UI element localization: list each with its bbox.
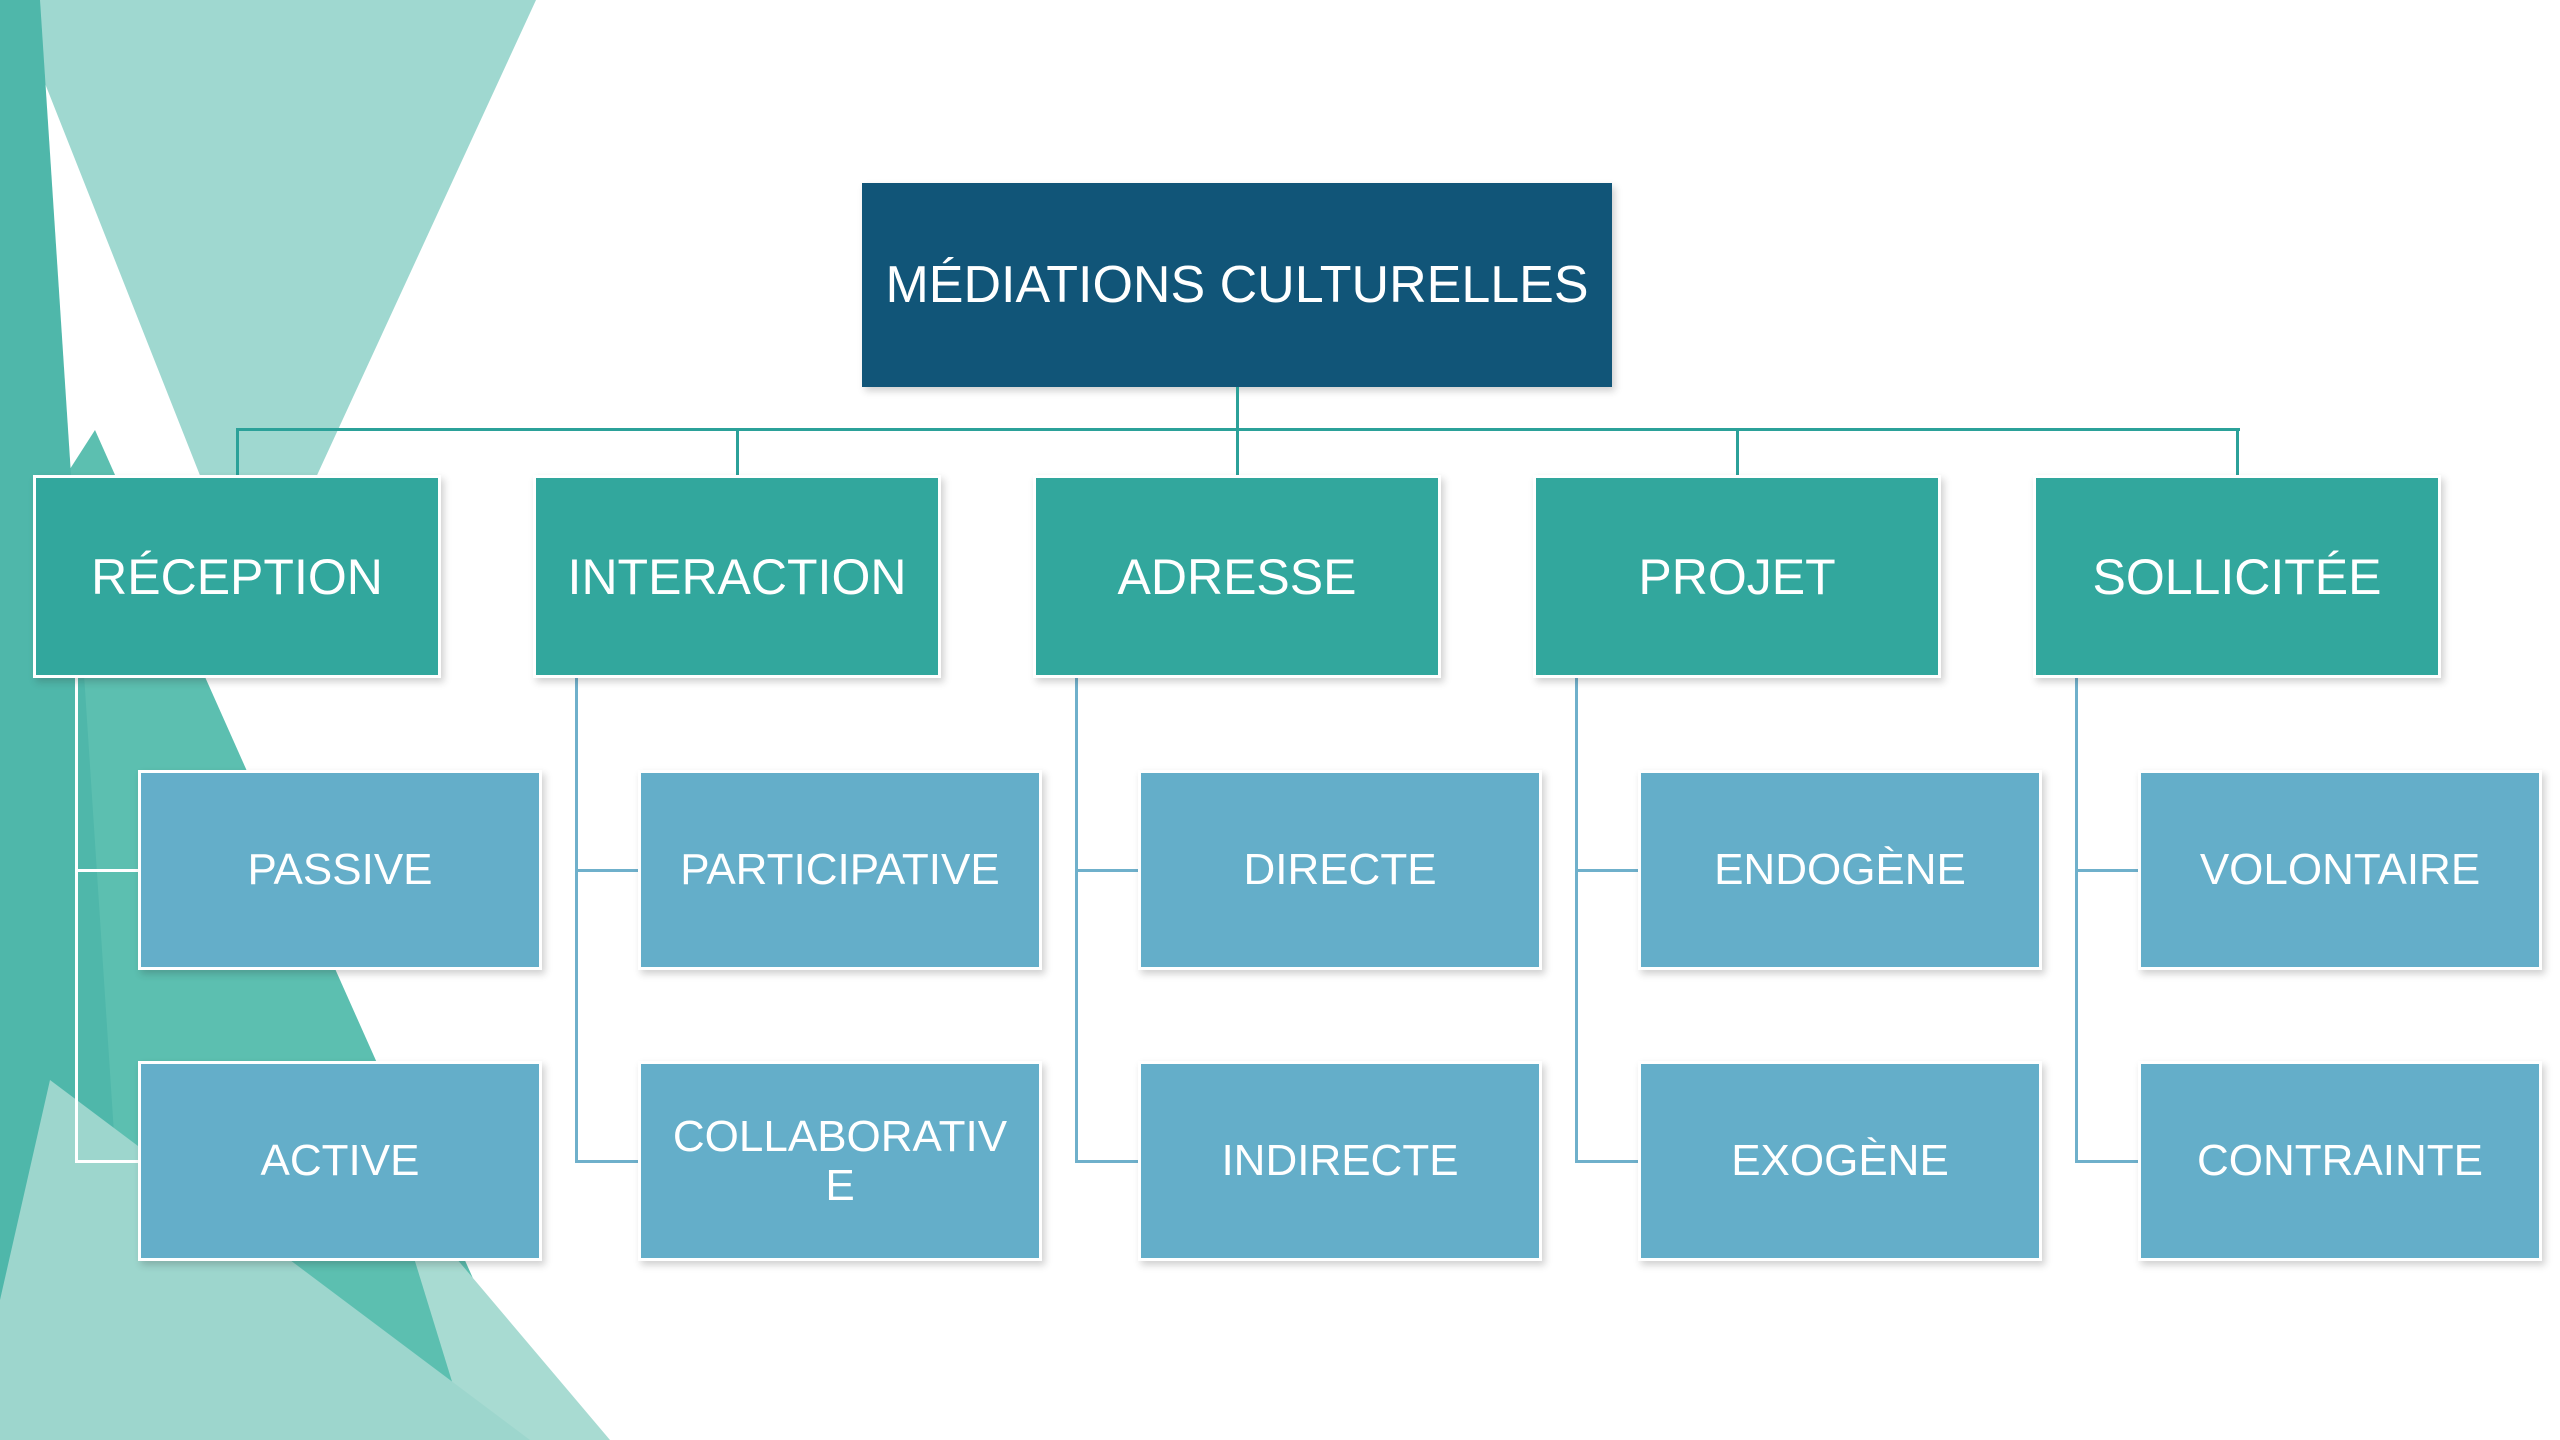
connector-stub-contrainte	[2075, 1160, 2141, 1163]
branch-column-reception: RÉCEPTION PASSIVE ACTIVE	[33, 0, 553, 1440]
connector-hang-sollicitee	[2075, 678, 2078, 1161]
connector-stub-exogene	[1575, 1160, 1641, 1163]
connector-stub-collaborative	[575, 1160, 641, 1163]
connector-stub-directe	[1075, 869, 1141, 872]
connector-drop-interaction	[736, 428, 739, 475]
branch-projet-label: PROJET	[1638, 548, 1836, 605]
child-endogene: ENDOGÈNE	[1638, 770, 2042, 970]
child-directe-label: DIRECTE	[1243, 845, 1437, 895]
root-node-mediations-culturelles: MÉDIATIONS CULTURELLES	[862, 183, 1612, 387]
branch-projet: PROJET	[1533, 475, 1941, 678]
branch-sollicitee-label: SOLLICITÉE	[2092, 548, 2382, 605]
branch-column-projet: PROJET ENDOGÈNE EXOGÈNE	[1533, 0, 2053, 1440]
branch-column-sollicitee: SOLLICITÉE VOLONTAIRE CONTRAINTE	[2033, 0, 2553, 1440]
child-collaborative-label: COLLABORATIV E	[672, 1111, 1008, 1210]
connector-hang-reception	[75, 678, 78, 1161]
child-passive: PASSIVE	[138, 770, 542, 970]
child-passive-label: PASSIVE	[247, 845, 433, 895]
branch-column-interaction: INTERACTION PARTICIPATIVE COLLABORATIV E	[533, 0, 1053, 1440]
child-exogene: EXOGÈNE	[1638, 1061, 2042, 1261]
connector-drop-projet	[1736, 428, 1739, 475]
child-volontaire-label: VOLONTAIRE	[2199, 845, 2481, 895]
child-participative: PARTICIPATIVE	[638, 770, 1042, 970]
connector-stub-endogene	[1575, 869, 1641, 872]
branch-adresse-label: ADRESSE	[1117, 548, 1357, 605]
root-node-label: MÉDIATIONS CULTURELLES	[885, 256, 1589, 314]
connector-stub-participative	[575, 869, 641, 872]
child-volontaire: VOLONTAIRE	[2138, 770, 2542, 970]
connector-stub-passive	[75, 869, 141, 872]
connector-root-riser	[1236, 387, 1239, 475]
child-contrainte-label: CONTRAINTE	[2197, 1136, 2483, 1186]
child-exogene-label: EXOGÈNE	[1731, 1136, 1949, 1186]
connector-horizontal-bus	[236, 428, 2240, 431]
connector-stub-active	[75, 1160, 141, 1163]
child-participative-label: PARTICIPATIVE	[680, 845, 1000, 895]
branch-column-adresse: ADRESSE DIRECTE INDIRECTE	[1033, 0, 1553, 1440]
child-indirecte-label: INDIRECTE	[1221, 1136, 1459, 1186]
branch-interaction: INTERACTION	[533, 475, 941, 678]
connector-drop-reception	[236, 428, 239, 475]
child-contrainte: CONTRAINTE	[2138, 1061, 2542, 1261]
child-active-label: ACTIVE	[260, 1136, 420, 1186]
branch-reception: RÉCEPTION	[33, 475, 441, 678]
child-indirecte: INDIRECTE	[1138, 1061, 1542, 1261]
connector-hang-projet	[1575, 678, 1578, 1161]
connector-stub-indirecte	[1075, 1160, 1141, 1163]
connector-hang-interaction	[575, 678, 578, 1161]
branch-sollicitee: SOLLICITÉE	[2033, 475, 2441, 678]
connector-hang-adresse	[1075, 678, 1078, 1161]
connector-drop-sollicitee	[2236, 428, 2239, 475]
branch-interaction-label: INTERACTION	[567, 548, 907, 605]
branch-reception-label: RÉCEPTION	[91, 548, 383, 605]
connector-stub-volontaire	[2075, 869, 2141, 872]
child-collaborative: COLLABORATIV E	[638, 1061, 1042, 1261]
child-endogene-label: ENDOGÈNE	[1714, 845, 1966, 895]
branch-adresse: ADRESSE	[1033, 475, 1441, 678]
child-directe: DIRECTE	[1138, 770, 1542, 970]
child-active: ACTIVE	[138, 1061, 542, 1261]
